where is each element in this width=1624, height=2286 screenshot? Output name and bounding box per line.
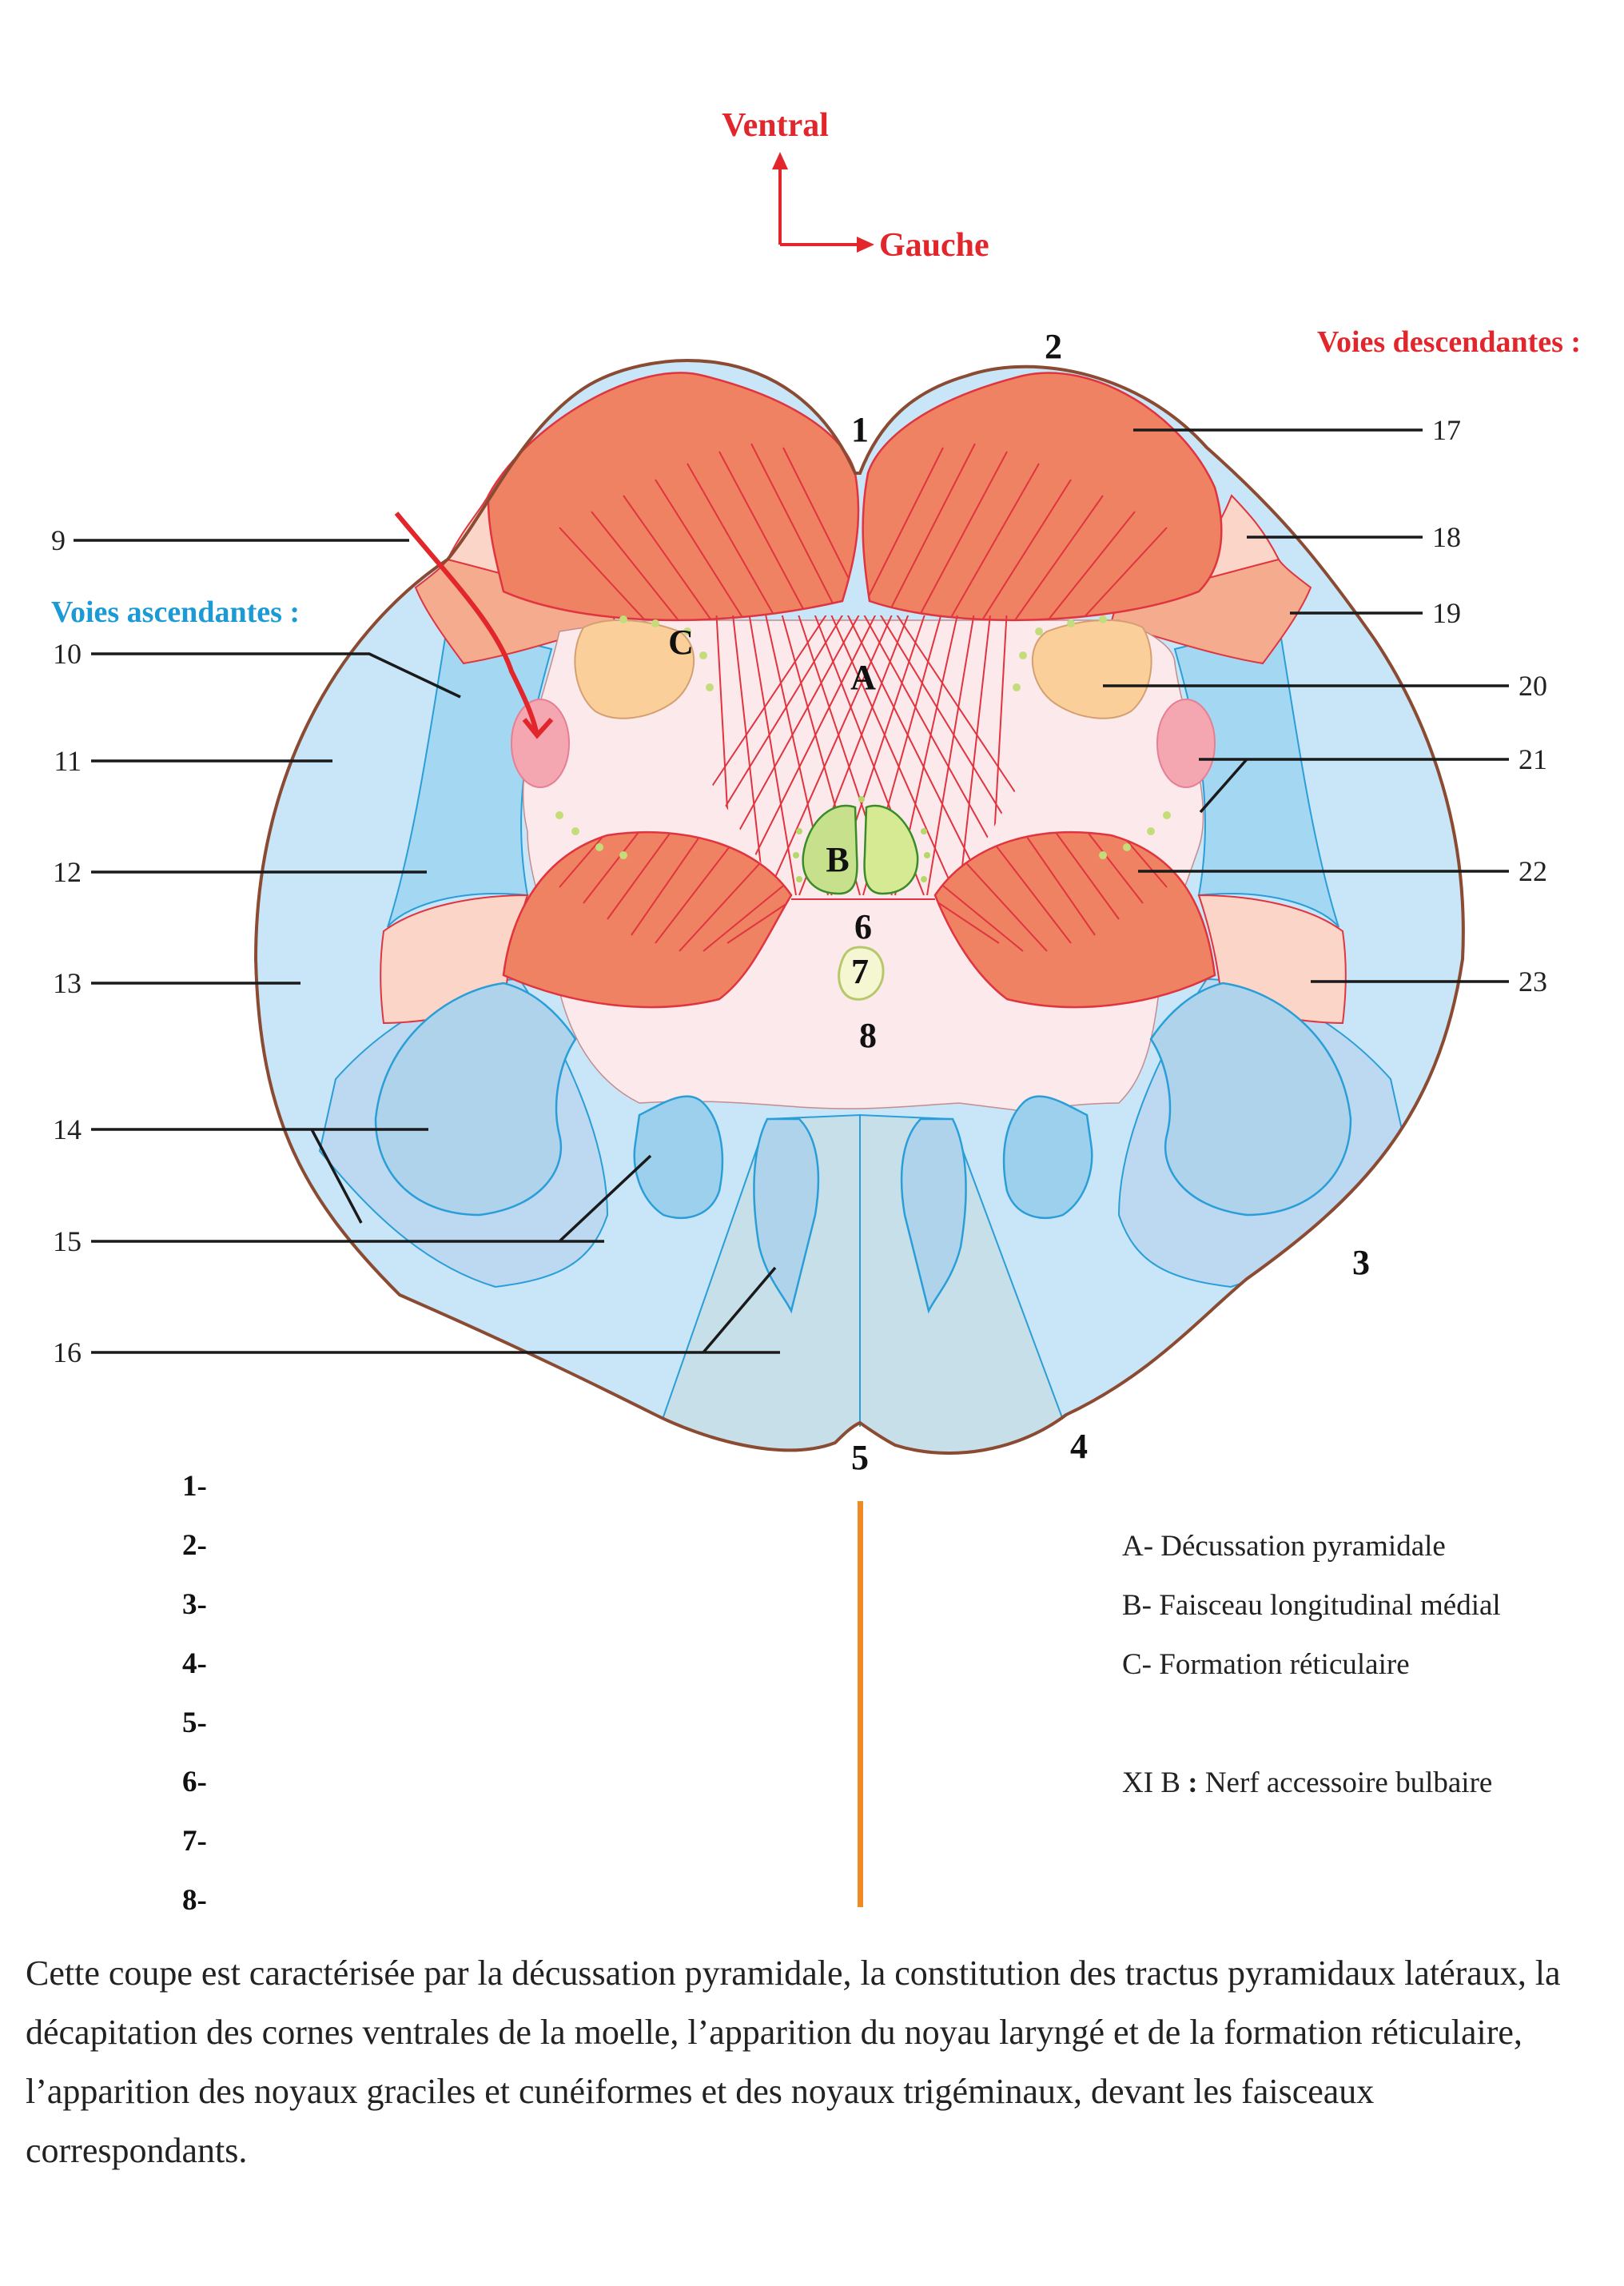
- answer-item: 7-: [182, 1825, 207, 1858]
- legend-xi-text: Nerf accessoire bulbaire: [1197, 1766, 1493, 1799]
- label-B: B: [826, 840, 849, 879]
- label-8: 8: [859, 1016, 877, 1055]
- answer-item: 1-: [182, 1470, 207, 1503]
- legend: A- Décussation pyramidale B- Faisceau lo…: [1122, 1517, 1501, 1813]
- descending-heading: Voies descendantes :: [1317, 325, 1581, 359]
- ascending-heading: Voies ascendantes :: [51, 595, 300, 629]
- num-14: 14: [53, 1113, 82, 1145]
- legend-item-b: B- Faisceau longitudinal médial: [1122, 1589, 1501, 1622]
- num-15: 15: [53, 1225, 82, 1257]
- right-leaders: [1103, 428, 1509, 983]
- answer-item: 5-: [182, 1707, 207, 1739]
- inner-labels: 1 2 3 4 5 6 7 8 A B C: [668, 327, 1370, 1477]
- num-13: 13: [53, 967, 82, 999]
- answer-item: 6-: [182, 1766, 207, 1798]
- nerve-xi-arrow: [394, 512, 539, 736]
- gauche-label: Gauche: [879, 227, 989, 264]
- num-21: 21: [1519, 743, 1547, 775]
- answer-item: 2-: [182, 1529, 207, 1562]
- num-18: 18: [1432, 521, 1461, 553]
- left-numbers: 9 10 11 12 13 14 15 16: [51, 524, 82, 1368]
- description-paragraph: Cette coupe est caractérisée par la décu…: [26, 1953, 1561, 2170]
- right-numbers: 17 18 19 20 21 22 23: [1432, 414, 1547, 998]
- answer-item: 4-: [182, 1647, 207, 1680]
- legend-item-a: A- Décussation pyramidale: [1122, 1530, 1446, 1563]
- label-2: 2: [1045, 327, 1062, 366]
- num-20: 20: [1519, 670, 1547, 702]
- answer-item: 3-: [182, 1588, 207, 1621]
- label-5: 5: [851, 1438, 869, 1477]
- num-16: 16: [53, 1336, 82, 1368]
- orientation-indicator: Ventral Gauche: [722, 107, 989, 264]
- legend-item-c: C- Formation réticulaire: [1122, 1648, 1410, 1681]
- legend-xi-colon: :: [1180, 1766, 1198, 1799]
- num-17: 17: [1432, 414, 1461, 446]
- num-9: 9: [51, 524, 66, 556]
- label-6: 6: [854, 907, 872, 946]
- label-1: 1: [851, 410, 869, 449]
- left-leaders: [74, 539, 780, 1354]
- num-11: 11: [54, 745, 82, 777]
- column-divider: [858, 1501, 863, 1907]
- answer-list: 1- 2- 3- 4- 5- 6- 7- 8-: [182, 1469, 207, 1942]
- section-body: [253, 358, 1465, 1455]
- label-7: 7: [851, 952, 869, 991]
- label-3: 3: [1352, 1243, 1370, 1282]
- num-22: 22: [1519, 855, 1547, 887]
- num-19: 19: [1432, 597, 1461, 629]
- num-10: 10: [53, 638, 82, 670]
- label-C: C: [668, 623, 694, 662]
- legend-xi-prefix: XI B: [1122, 1766, 1180, 1799]
- answer-item: 8-: [182, 1884, 207, 1917]
- label-A: A: [850, 658, 876, 697]
- legend-item-xi: XI B : Nerf accessoire bulbaire: [1122, 1754, 1501, 1813]
- label-4: 4: [1070, 1427, 1088, 1466]
- ventral-label: Ventral: [722, 107, 829, 144]
- num-12: 12: [53, 856, 82, 888]
- num-23: 23: [1519, 966, 1547, 998]
